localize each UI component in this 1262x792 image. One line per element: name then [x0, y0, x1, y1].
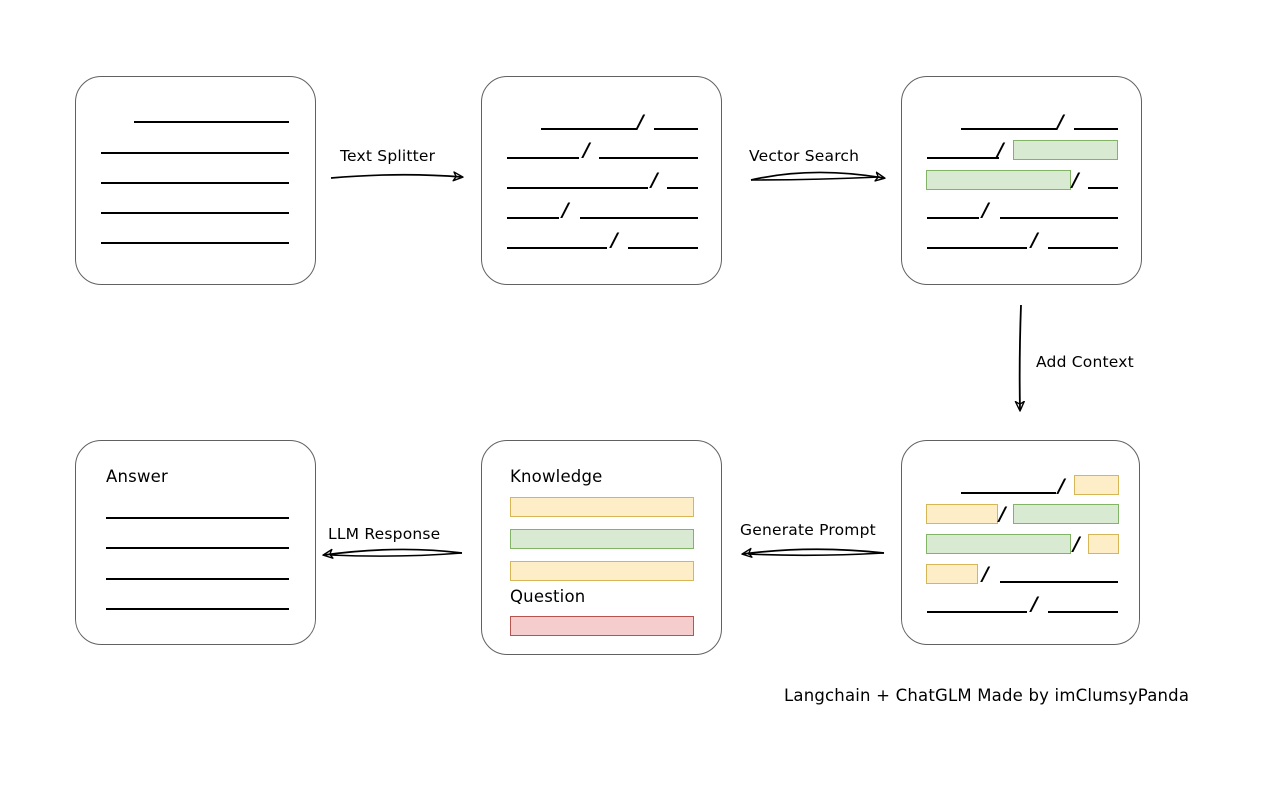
- chunk-line: [927, 157, 999, 159]
- node-matched-chunks[interactable]: / / / / /: [901, 76, 1142, 285]
- chunk-line: [1000, 581, 1118, 583]
- chunk-line: [507, 217, 559, 219]
- chunk-line: [1048, 611, 1118, 613]
- chunk-line: [961, 128, 1056, 130]
- knowledge-bar-yellow: [510, 497, 694, 517]
- chunk-line: [1000, 217, 1118, 219]
- highlight-yellow: [926, 504, 998, 524]
- doc-line: [101, 212, 289, 214]
- edge-label-llm-response: LLM Response: [328, 525, 441, 543]
- edge-label-generate-prompt: Generate Prompt: [740, 521, 876, 539]
- arrow-vector-search: [750, 172, 884, 180]
- question-bar-red: [510, 616, 694, 636]
- chunk-line: [1088, 187, 1118, 189]
- arrow-llm-response: [324, 548, 463, 556]
- chunk-line: [927, 247, 1027, 249]
- knowledge-bar-green: [510, 529, 694, 549]
- highlight-yellow: [1088, 534, 1119, 554]
- arrow-text-splitter: [330, 175, 462, 178]
- chunk-line: [507, 157, 579, 159]
- chunk-separator: /: [1031, 229, 1038, 251]
- chunk-line: [507, 187, 648, 189]
- node-context-chunks[interactable]: / / / / /: [901, 440, 1140, 645]
- doc-line: [101, 152, 289, 154]
- question-label: Question: [510, 587, 586, 606]
- chunk-line: [628, 247, 698, 249]
- edge-label-text-splitter: Text Splitter: [340, 147, 436, 165]
- node-prompt[interactable]: Knowledge Question: [481, 440, 722, 655]
- doc-line: [134, 121, 289, 123]
- node-source-document[interactable]: [75, 76, 316, 285]
- chunk-line: [541, 128, 636, 130]
- answer-line: [106, 517, 289, 519]
- chunk-line: [654, 128, 698, 130]
- chunk-separator: /: [999, 503, 1006, 525]
- chunk-separator: /: [982, 563, 989, 585]
- chunk-separator: /: [997, 139, 1004, 161]
- doc-line: [101, 182, 289, 184]
- chunk-separator: /: [583, 139, 590, 161]
- answer-line: [106, 578, 289, 580]
- chunk-separator: /: [1072, 169, 1079, 191]
- chunk-line: [599, 157, 698, 159]
- doc-line: [101, 242, 289, 244]
- answer-label: Answer: [106, 467, 168, 486]
- chunk-line: [1048, 247, 1118, 249]
- chunk-separator: /: [562, 199, 569, 221]
- highlight-green: [1013, 140, 1118, 160]
- chunk-line: [507, 247, 607, 249]
- chunk-separator: /: [1031, 593, 1038, 615]
- arrow-generate-prompt: [743, 549, 885, 555]
- highlight-green: [926, 534, 1071, 554]
- highlight-green: [1013, 504, 1119, 524]
- highlight-yellow: [926, 564, 978, 584]
- chunk-separator: /: [1058, 475, 1065, 497]
- chunk-line: [580, 217, 698, 219]
- highlight-yellow: [1074, 475, 1119, 495]
- edge-label-add-context: Add Context: [1036, 353, 1134, 371]
- chunk-separator: /: [611, 229, 618, 251]
- chunk-separator: /: [1057, 111, 1064, 133]
- answer-line: [106, 547, 289, 549]
- node-split-chunks[interactable]: / / / / /: [481, 76, 722, 285]
- highlight-green: [926, 170, 1071, 190]
- chunk-line: [927, 217, 979, 219]
- knowledge-bar-yellow: [510, 561, 694, 581]
- chunk-separator: /: [982, 199, 989, 221]
- chunk-separator: /: [1073, 533, 1080, 555]
- arrow-add-context: [1020, 304, 1021, 410]
- chunk-line: [961, 492, 1056, 494]
- footer-credit: Langchain + ChatGLM Made by imClumsyPand…: [784, 686, 1190, 705]
- answer-line: [106, 608, 289, 610]
- chunk-separator: /: [651, 169, 658, 191]
- chunk-separator: /: [637, 111, 644, 133]
- chunk-line: [1074, 128, 1118, 130]
- edge-label-vector-search: Vector Search: [749, 147, 860, 165]
- node-answer[interactable]: Answer: [75, 440, 316, 645]
- chunk-line: [667, 187, 698, 189]
- chunk-line: [927, 611, 1027, 613]
- knowledge-label: Knowledge: [510, 467, 603, 486]
